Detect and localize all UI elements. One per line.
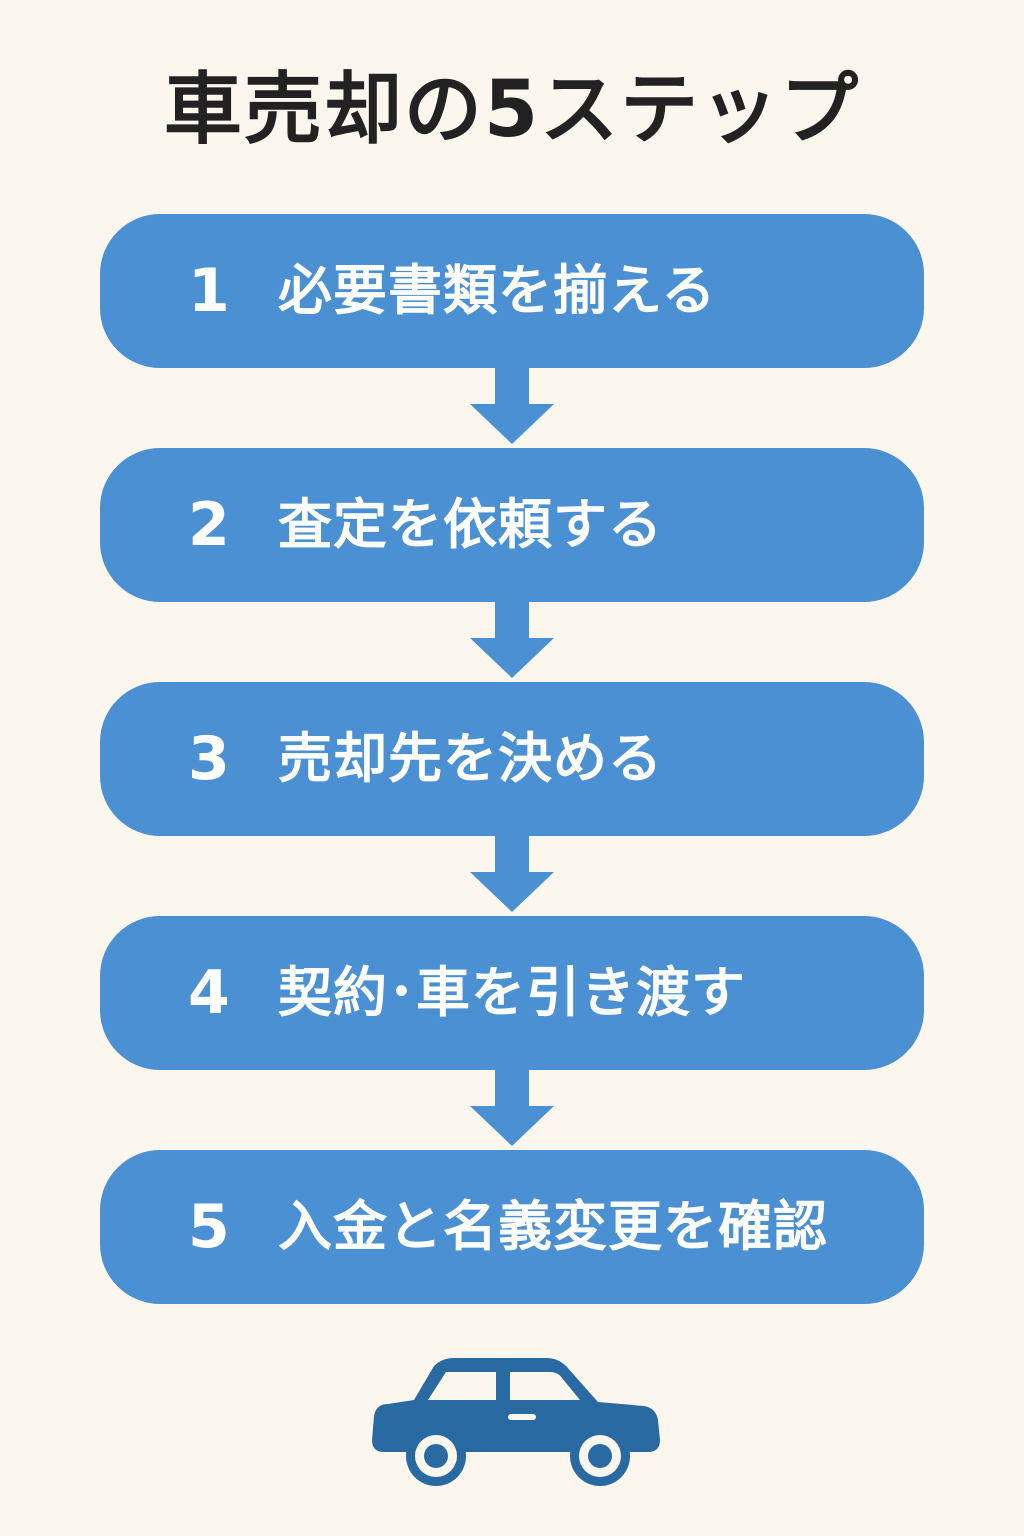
arrow-down-icon bbox=[100, 836, 924, 916]
arrow-down-icon bbox=[100, 368, 924, 448]
step-5-number: 5 bbox=[188, 1192, 230, 1262]
step-3: 3 売却先を決める bbox=[100, 682, 924, 836]
arrow-down-icon bbox=[100, 1070, 924, 1150]
step-4-number: 4 bbox=[188, 958, 230, 1028]
step-1: 1 必要書類を揃える bbox=[100, 214, 924, 368]
step-2-number: 2 bbox=[188, 490, 230, 560]
step-2: 2 査定を依頼する bbox=[100, 448, 924, 602]
page-title: 車売却の5ステップ bbox=[163, 65, 861, 155]
step-1-number: 1 bbox=[188, 256, 230, 326]
step-5-label: 入金と名義変更を確認 bbox=[278, 1195, 828, 1258]
arrow-down-icon bbox=[100, 602, 924, 682]
step-4-label: 契約･車を引き渡す bbox=[278, 961, 746, 1024]
step-2-label: 査定を依頼する bbox=[278, 493, 663, 556]
car-icon bbox=[372, 1358, 660, 1486]
step-3-number: 3 bbox=[188, 724, 230, 794]
step-3-label: 売却先を決める bbox=[278, 727, 663, 790]
steps-flow: 1 必要書類を揃える 2 査定を依頼する 3 売却先を決める 4 契約･車を引き… bbox=[100, 214, 924, 1304]
step-4: 4 契約･車を引き渡す bbox=[100, 916, 924, 1070]
step-5: 5 入金と名義変更を確認 bbox=[100, 1150, 924, 1304]
step-1-label: 必要書類を揃える bbox=[278, 259, 717, 322]
